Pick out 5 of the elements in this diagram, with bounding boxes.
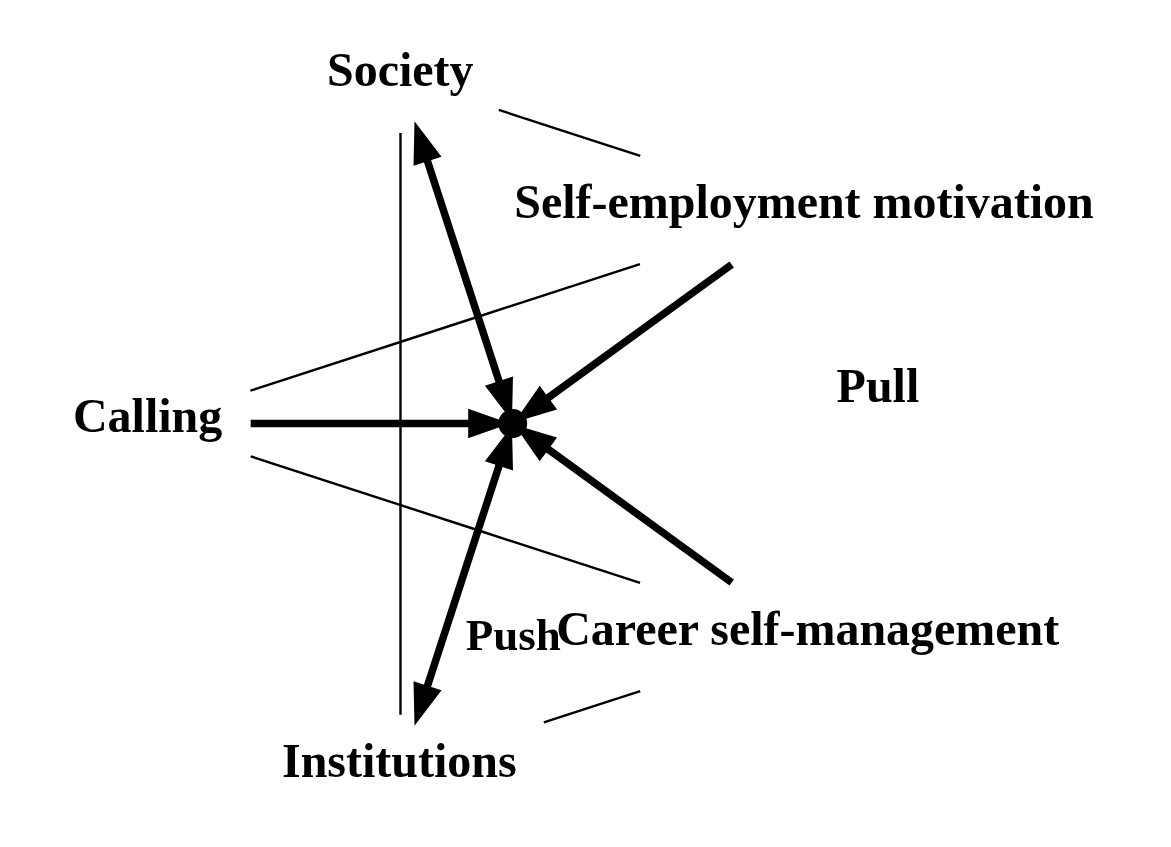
label: Pull (836, 358, 919, 412)
node-text: Institutions (281, 734, 517, 788)
node-text: Society (326, 43, 474, 97)
node-text: Self-employment motivation (513, 175, 1094, 229)
node-text: Calling (72, 388, 222, 442)
